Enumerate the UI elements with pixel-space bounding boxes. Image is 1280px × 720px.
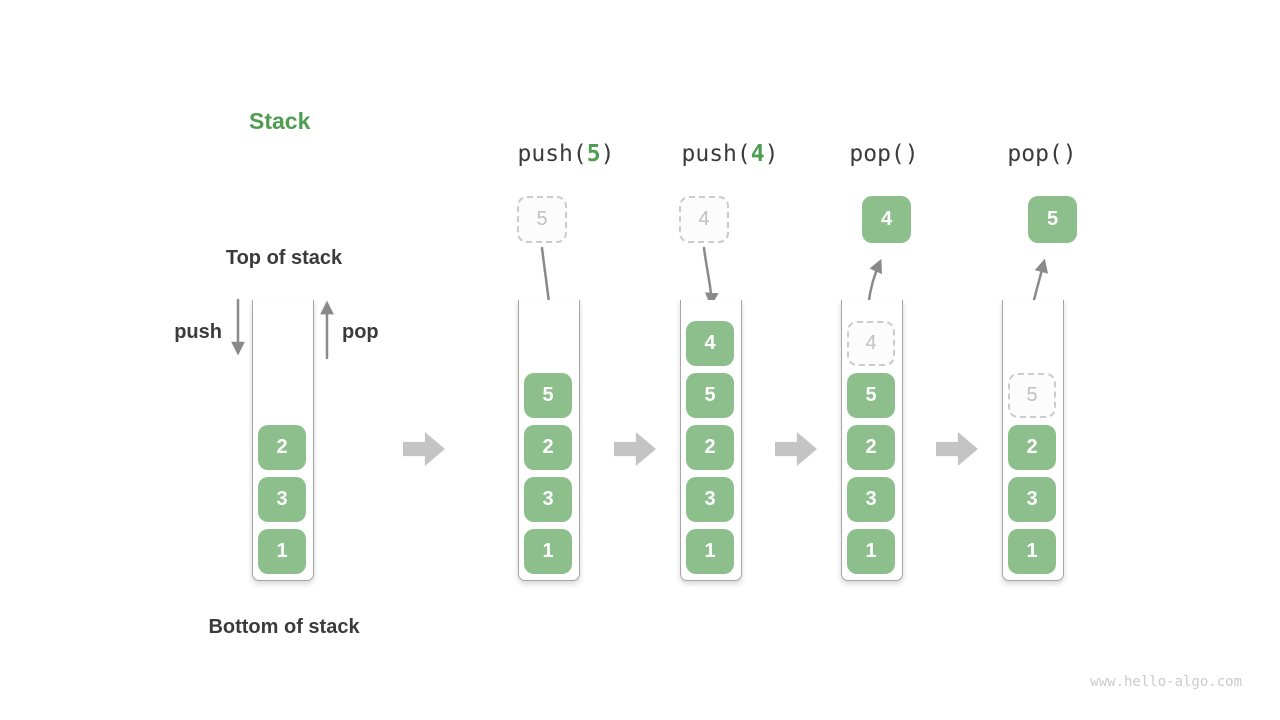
step-arrow-icon bbox=[403, 432, 445, 466]
op-text: ) bbox=[764, 141, 779, 167]
stack-cell: 2 bbox=[1008, 425, 1056, 470]
stack-cell: 1 bbox=[524, 529, 572, 574]
incoming-value-box-4: 4 bbox=[679, 196, 729, 243]
op-text: pop( bbox=[849, 141, 905, 167]
op-label-push-5: push(5) bbox=[486, 141, 646, 167]
step-arrow-icon bbox=[614, 432, 656, 466]
stack-cell: 2 bbox=[524, 425, 572, 470]
op-arg: 4 bbox=[750, 141, 765, 167]
op-arg: 5 bbox=[586, 141, 601, 167]
stack-cell: 1 bbox=[258, 529, 306, 574]
stack-cell: 1 bbox=[1008, 529, 1056, 574]
stack-after-push-4: 4 5 2 3 1 bbox=[680, 300, 742, 581]
stack-after-push-5: 5 2 3 1 bbox=[518, 300, 580, 581]
stack-initial: 2 3 1 bbox=[252, 300, 314, 581]
popped-value-box-4: 4 bbox=[862, 196, 911, 243]
stack-cell: 1 bbox=[686, 529, 734, 574]
op-text: ) bbox=[904, 141, 919, 167]
step-arrow-icon bbox=[936, 432, 978, 466]
stack-after-pop-5: 5 2 3 1 bbox=[1002, 300, 1064, 581]
op-label-push-4: push(4) bbox=[650, 141, 810, 167]
stack-cell-ghost: 4 bbox=[847, 321, 895, 366]
stack-cell: 3 bbox=[686, 477, 734, 522]
op-text: pop( bbox=[1007, 141, 1063, 167]
op-text: ) bbox=[1062, 141, 1077, 167]
stack-after-pop-4: 4 5 2 3 1 bbox=[841, 300, 903, 581]
stack-cell: 3 bbox=[847, 477, 895, 522]
stack-cell: 5 bbox=[524, 373, 572, 418]
watermark: www.hello-algo.com bbox=[1090, 674, 1242, 690]
stack-cell-ghost: 5 bbox=[1008, 373, 1056, 418]
stack-cell: 2 bbox=[847, 425, 895, 470]
pop-label: pop bbox=[342, 321, 379, 343]
stack-cell: 2 bbox=[686, 425, 734, 470]
step-arrow-icon bbox=[775, 432, 817, 466]
popped-value-box-5: 5 bbox=[1028, 196, 1077, 243]
stack-cell: 3 bbox=[524, 477, 572, 522]
stack-cell: 1 bbox=[847, 529, 895, 574]
op-text: ) bbox=[600, 141, 615, 167]
diagram-title: Stack bbox=[249, 108, 311, 134]
stack-cell: 5 bbox=[686, 373, 734, 418]
op-text: push( bbox=[681, 141, 751, 167]
stack-cell: 3 bbox=[258, 477, 306, 522]
op-label-pop-2: pop() bbox=[962, 141, 1122, 167]
stack-cell: 2 bbox=[258, 425, 306, 470]
push-label: push bbox=[174, 321, 222, 343]
stack-cell: 4 bbox=[686, 321, 734, 366]
op-label-pop-1: pop() bbox=[804, 141, 964, 167]
stack-cell: 3 bbox=[1008, 477, 1056, 522]
op-text: push( bbox=[517, 141, 587, 167]
stack-cell: 5 bbox=[847, 373, 895, 418]
bottom-of-stack-label: Bottom of stack bbox=[208, 616, 360, 638]
push4-move-arrow-icon bbox=[702, 246, 719, 307]
top-of-stack-label: Top of stack bbox=[225, 247, 343, 269]
incoming-value-box-5: 5 bbox=[517, 196, 567, 243]
